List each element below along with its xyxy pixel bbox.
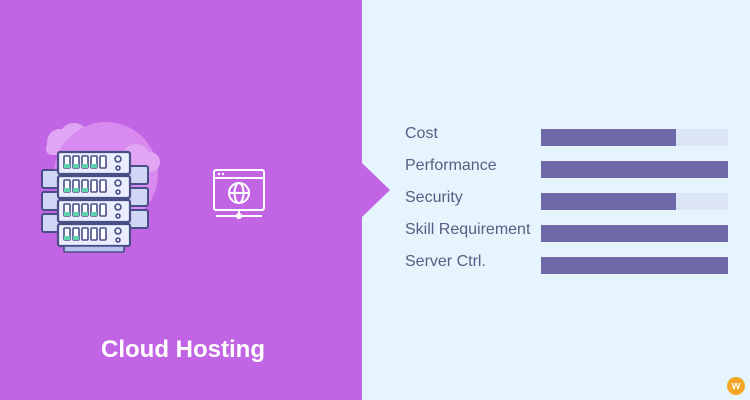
page-title: Cloud Hosting <box>101 336 265 363</box>
metric-row-security: Security <box>405 188 730 220</box>
metric-bar-fill <box>541 161 728 178</box>
metric-bar-fill <box>541 225 728 242</box>
metric-label: Cost <box>405 125 438 142</box>
metric-bar-track <box>541 193 728 210</box>
metric-bar-fill <box>541 257 728 274</box>
brand-logo-icon: w <box>727 377 745 395</box>
metric-label: Performance <box>405 157 497 174</box>
metric-label: Skill Requirement <box>405 221 531 238</box>
metric-label: Server Ctrl. <box>405 253 486 270</box>
metric-bar-track <box>541 161 728 178</box>
metric-label: Security <box>405 189 463 206</box>
metric-bar-fill <box>541 193 676 210</box>
metrics-list: Cost Performance Security Skill Requirem… <box>405 124 730 284</box>
metric-row-skill-requirement: Skill Requirement <box>405 220 730 252</box>
left-panel: Cloud Hosting <box>0 0 362 400</box>
metric-bar-fill <box>541 129 676 146</box>
metric-bar-track <box>541 225 728 242</box>
pointer-arrow <box>362 163 390 217</box>
web-globe-icon <box>213 169 265 219</box>
server-rack-icon <box>41 122 160 253</box>
metric-bar-track <box>541 129 728 146</box>
metric-row-performance: Performance <box>405 156 730 188</box>
metric-row-cost: Cost <box>405 124 730 156</box>
metric-bar-track <box>541 257 728 274</box>
metric-row-server-ctrl: Server Ctrl. <box>405 252 730 284</box>
